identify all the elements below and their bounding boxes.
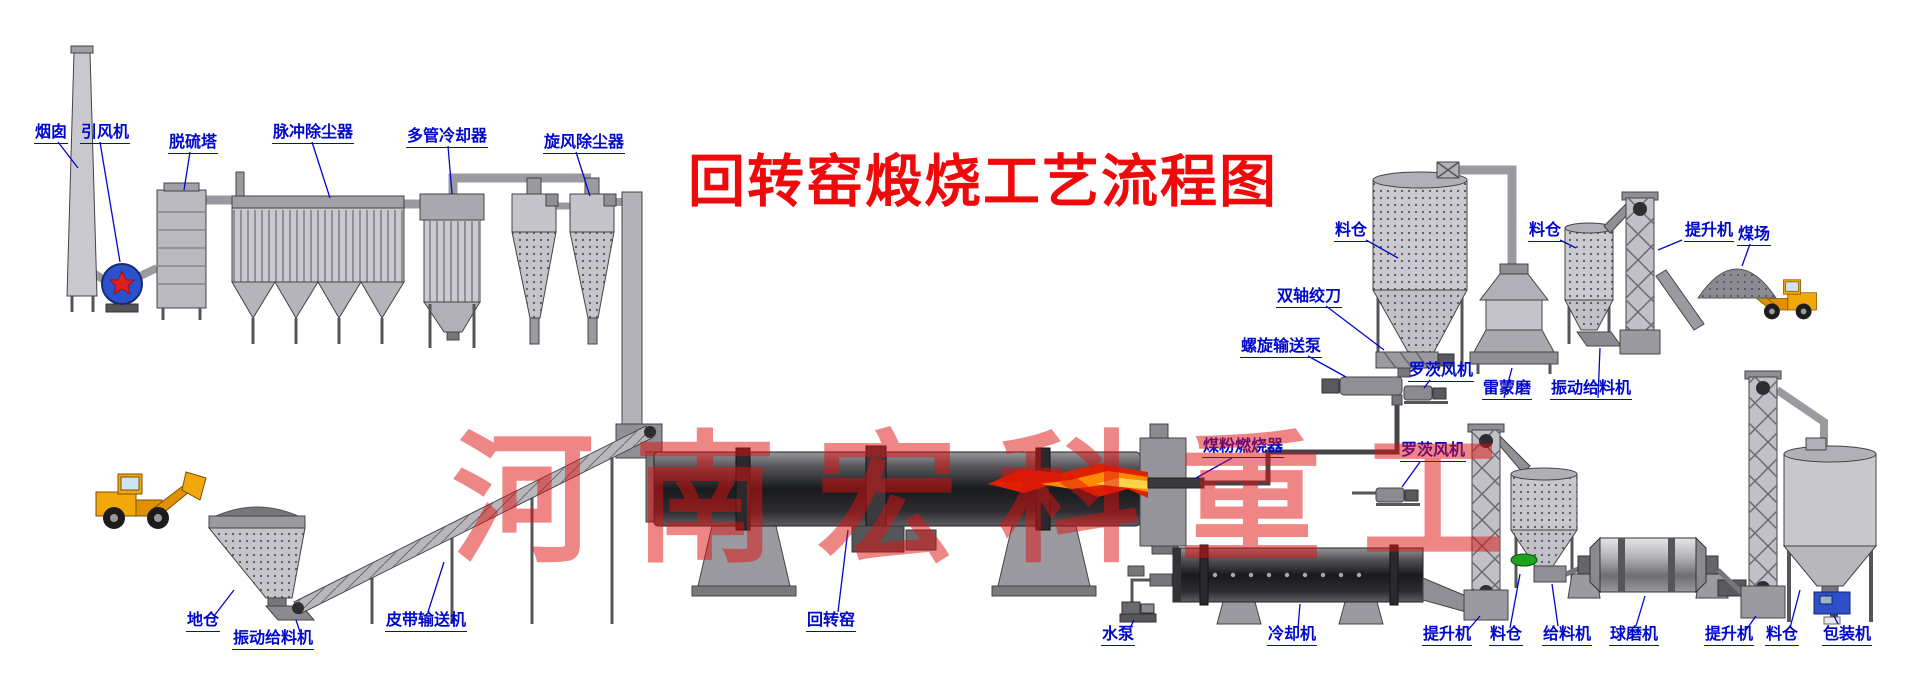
- label-water-pump: 水泵: [1101, 626, 1136, 646]
- label-packing-machine: 包装机: [1822, 626, 1873, 646]
- ball-mill: [1567, 536, 1747, 599]
- rotary-kiln: [653, 445, 1141, 597]
- label-silo-b1: 料仓: [1489, 626, 1524, 646]
- leader-lines: [57, 141, 1839, 633]
- screw-conveyor-pump: [1321, 376, 1403, 406]
- multi-tube-cooler: [419, 193, 485, 348]
- coal-silo: [1372, 161, 1468, 368]
- label-roots-blower-mid: 罗茨风机: [1400, 442, 1467, 462]
- bucket-elevator-top: [1603, 191, 1705, 355]
- roots-blower-mid: [1352, 487, 1420, 506]
- bucket-elevator-2: [1740, 370, 1786, 619]
- label-silo-b2: 料仓: [1765, 626, 1800, 646]
- label-roots-blower-top: 罗茨风机: [1408, 362, 1475, 382]
- label-rotary-kiln: 回转窑: [806, 612, 857, 632]
- label-bucket-elevator-top: 提升机: [1684, 222, 1735, 242]
- label-feeder: 给料机: [1542, 626, 1593, 646]
- id-fan: [101, 263, 143, 313]
- diagram-title: 回转窑煅烧工艺流程图: [688, 150, 1278, 214]
- label-cooler: 冷却机: [1267, 626, 1318, 646]
- label-coal-yard: 煤场: [1737, 226, 1772, 246]
- kiln-flame: [988, 464, 1148, 498]
- double-shaft-auger: [1375, 351, 1455, 378]
- label-id-fan: 引风机: [80, 124, 131, 144]
- belt-conveyor: [292, 425, 656, 624]
- coal-conveying-pipe: [1204, 403, 1400, 486]
- coal-burner-gun: [1147, 477, 1205, 489]
- label-pulse-dust-collector: 脉冲除尘器: [272, 124, 355, 144]
- label-chimney: 烟囱: [34, 124, 69, 144]
- label-double-shaft-auger: 双轴绞刀: [1276, 288, 1343, 308]
- bucket-elevator-1: [1463, 423, 1531, 621]
- roots-blower-top: [1403, 385, 1448, 404]
- label-bucket-elevator-b2: 提升机: [1704, 626, 1755, 646]
- label-vibrating-feeder-top: 振动给料机: [1550, 380, 1633, 400]
- label-cyclone-dust-collector: 旋风除尘器: [543, 134, 626, 154]
- label-silo-top2: 料仓: [1528, 222, 1563, 242]
- silo-top-2: [1564, 222, 1622, 347]
- desulfurization-tower: [156, 182, 207, 320]
- label-silo-top1: 料仓: [1334, 222, 1369, 242]
- label-ground-hopper: 地仓: [186, 612, 221, 632]
- label-vibrating-feeder-left: 振动给料机: [232, 630, 315, 650]
- wheel-loader-left: [95, 471, 207, 530]
- label-belt-conveyor: 皮带输送机: [385, 612, 468, 632]
- label-screw-conveyor-pump: 螺旋输送泵: [1240, 338, 1323, 358]
- chimney: [66, 45, 98, 312]
- label-multi-tube-cooler: 多管冷却器: [406, 128, 489, 148]
- product-silo: [1782, 437, 1878, 622]
- vibrating-feeder-top-unit: [1576, 331, 1622, 347]
- coal-yard: [1697, 268, 1777, 299]
- pipe-fittings: [1127, 565, 1173, 587]
- cyclone-dust-collectors: [511, 177, 617, 345]
- label-bucket-elevator-b1: 提升机: [1422, 626, 1473, 646]
- label-raymond-mill: 雷蒙磨: [1482, 380, 1533, 400]
- cooler: [1172, 544, 1467, 625]
- pulse-dust-collector: [231, 171, 405, 344]
- packing-machine: [1813, 591, 1851, 625]
- raymond-mill: [1469, 263, 1559, 374]
- label-coal-burner: 煤粉燃烧器: [1202, 438, 1285, 458]
- label-ball-mill: 球磨机: [1609, 626, 1660, 646]
- label-desulfurization-tower: 脱硫塔: [168, 134, 219, 154]
